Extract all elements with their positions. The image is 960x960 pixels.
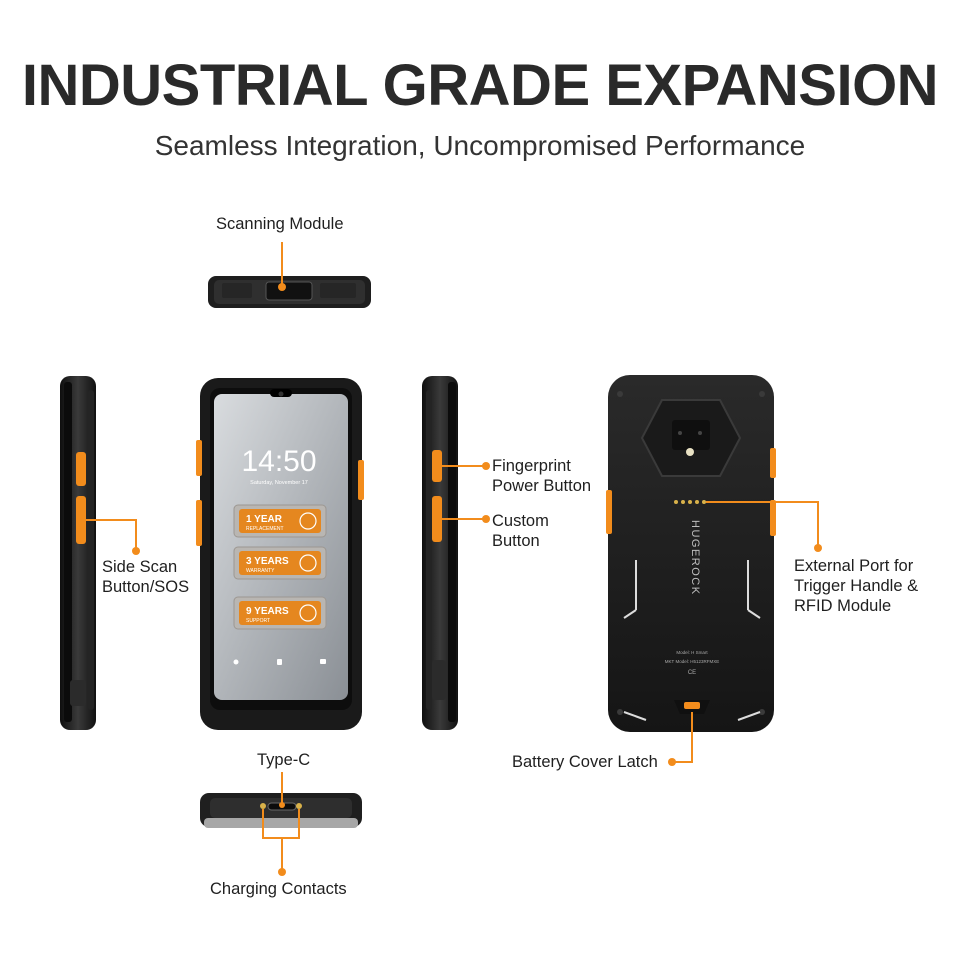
badge-3-small: SUPPORT [246, 618, 270, 624]
badge-1-small: REPLACEMENT [246, 526, 284, 532]
charging-contact-left [260, 803, 266, 809]
label-battery-latch: Battery Cover Latch [512, 753, 658, 771]
type-c-leader [279, 772, 285, 808]
external-port-leader [706, 501, 822, 552]
page-title: INDUSTRIAL GRADE EXPANSION [21, 53, 939, 118]
side-scan-leader [82, 519, 140, 555]
scanning-module-leader [278, 242, 286, 291]
badge-1-big: 1 YEAR [246, 514, 283, 525]
screen-clock: 14:50 [241, 445, 316, 478]
phone-top-view [208, 276, 371, 308]
label-external-port-line2: Trigger Handle & [794, 577, 919, 595]
pogo-pin-port [674, 500, 706, 504]
custom-button [432, 496, 442, 542]
badge-3-big: 9 YEARS [246, 606, 289, 617]
label-custom-button: Custom Button [492, 511, 549, 551]
badge-2-small: WARRANTY [246, 568, 275, 574]
label-custom-line1: Custom [492, 512, 549, 530]
back-model-line1: Model: H Smart [676, 650, 708, 655]
label-fingerprint: Fingerprint Power Button [492, 456, 591, 496]
badge-2-icon [299, 554, 317, 572]
badge-3-icon [299, 604, 317, 622]
label-side-scan-line2: Button/SOS [102, 578, 190, 596]
fingerprint-power-button [432, 450, 442, 482]
phone-bottom-view [200, 793, 362, 828]
label-scanning-module: Scanning Module [216, 215, 344, 233]
back-model-line2: MKT Model: H5123RFMXE [665, 659, 719, 664]
phone-left-side-view [60, 376, 96, 730]
warranty-badge-1: 1 YEAR REPLACEMENT [233, 504, 327, 538]
side-scan-button [76, 496, 86, 544]
camera-icon [320, 659, 326, 664]
label-side-scan-line1: Side Scan [102, 558, 178, 576]
back-ce-mark: CE [688, 670, 696, 676]
screen-date: Saturday, November 17 [250, 480, 308, 486]
badge-2-big: 3 YEARS [246, 556, 289, 567]
charging-contacts-leader [262, 809, 300, 876]
flash-icon [686, 448, 694, 456]
label-external-port-line1: External Port for [794, 557, 914, 575]
battery-latch-leader [668, 712, 693, 766]
phone-right-side-view [422, 376, 458, 730]
label-fingerprint-line2: Power Button [492, 477, 592, 495]
badge-1-icon [299, 512, 317, 530]
back-brand-logo: HUGEROCK [689, 520, 701, 596]
label-charging-contacts: Charging Contacts [210, 880, 347, 898]
warranty-badge-2: 3 YEARS WARRANTY [233, 546, 327, 580]
lock-icon [277, 659, 282, 665]
warranty-badge-3: 9 YEARS SUPPORT [233, 596, 327, 630]
label-external-port-line3: RFID Module [794, 597, 892, 615]
fingerprint-leader [441, 462, 490, 470]
label-side-scan: Side Scan Button/SOS [102, 557, 189, 597]
battery-latch [684, 702, 700, 709]
page-subtitle: Seamless Integration, Uncompromised Perf… [154, 130, 806, 161]
label-fingerprint-line1: Fingerprint [492, 457, 571, 475]
phone-back-view [606, 375, 776, 732]
custom-button-leader [441, 515, 490, 523]
label-external-port: External Port for Trigger Handle & RFID … [794, 556, 918, 616]
phone-icon [233, 659, 239, 665]
charging-contact-right [296, 803, 302, 809]
label-custom-line2: Button [492, 532, 540, 550]
side-sos-button [76, 452, 86, 486]
label-type-c: Type-C [257, 751, 311, 769]
screen-dock-icons [233, 659, 326, 665]
